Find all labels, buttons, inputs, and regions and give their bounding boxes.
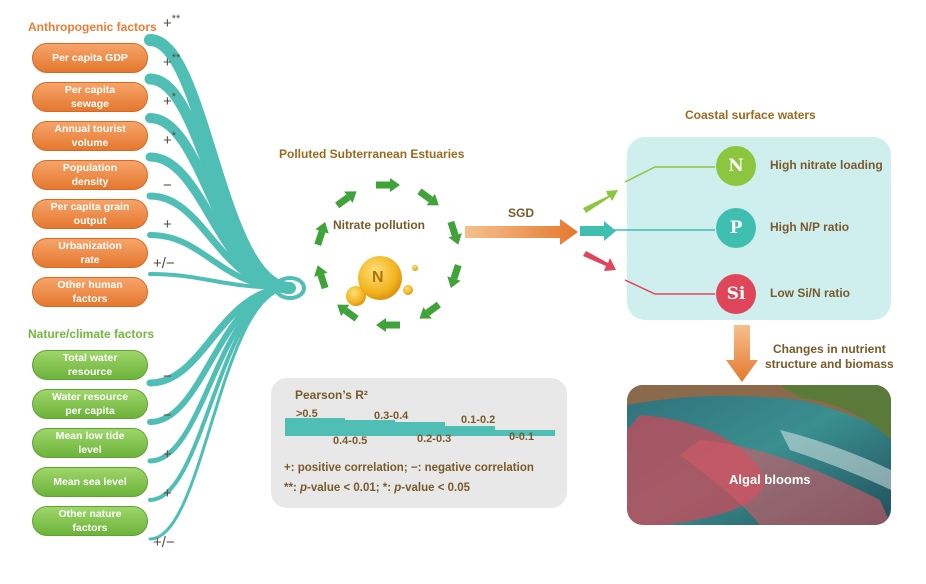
nature-factor-pill: Other nature factors [32,506,148,536]
bin-04-05: 0.4-0.5 [333,435,368,447]
cycle-arrow [314,221,329,246]
nature-factor-pill: Mean sea level [32,467,148,497]
bubble [412,265,418,271]
sgd-label: SGD [508,206,535,220]
cycle-label: Nitrate pollution [333,218,425,232]
correlation-sign: + [163,446,172,463]
human-factor-pill: Annual tourist volume [32,121,148,151]
nutrient-badge: Si [716,274,756,314]
correlation-sign: +** [163,52,181,71]
flow-line [148,272,292,290]
correlation-sign: − [163,407,172,424]
cycle-arrow [337,304,359,322]
human-factor-pill: Population density [32,160,148,190]
nutrient-label: High N/P ratio [770,220,850,234]
bin-02-03: 0.2-0.3 [417,433,452,445]
human-factor-pill: Per capita GDP [32,43,148,73]
bin-03-04: 0.3-0.4 [374,410,409,422]
r2-scale [285,418,555,436]
nitrogen-ball [358,256,402,300]
flow-line [148,286,292,541]
cycle-arrow [417,188,439,206]
human-factor-pill: Per capita sewage [32,82,148,112]
correlation-sign: − [163,177,172,194]
nutrient-badge: N [716,146,756,186]
estuary-title: Polluted Subterranean Estuaries [279,147,465,161]
bin-01-02: 0.1-0.2 [461,414,496,426]
nitrogen-symbol: N [372,269,384,286]
cycle-arrow [376,318,400,332]
nutrient-label: Low Si/N ratio [770,286,851,300]
nature-title: Nature/climate factors [28,327,155,341]
photo-label: Algal blooms [729,472,811,487]
flow-bundle [144,34,306,541]
nature-factor-pill: Mean low tide level [32,428,148,458]
down-arrow [726,325,758,382]
cycle-arrow [419,301,441,319]
nature-factor-pill: Total water resource [32,350,148,380]
correlation-sign: +* [163,91,177,110]
correlation-sign: +/− [153,534,175,551]
bubble [346,286,366,306]
cycle-arrow [376,178,400,192]
human-factor-pill: Other human factors [32,277,148,307]
anthropogenic-title: Anthropogenic factors [28,20,157,34]
legend-pvalue-line: **: p-value < 0.01; *: p-value < 0.05 [284,482,471,494]
nutrient-label: High nitrate loading [770,158,883,172]
bubble [403,285,413,295]
human-factor-pill: Urbanization rate [32,238,148,268]
sgd-arrow [465,219,578,245]
cycle-arrow [335,191,357,209]
flow-hub [274,276,306,300]
legend-title: Pearson’s R² [295,388,368,402]
legend-panel: Pearson’s R² >0.5 0.3-0.4 0.1-0.2 0.4-0.… [271,378,567,508]
correlation-sign: − [163,368,172,385]
cycle-arrow [314,265,329,290]
nutrient-badge: P [716,208,756,248]
correlation-sign: +/− [153,255,175,272]
cycle-arrow [447,264,462,289]
human-factor-pill: Per capita grain output [32,199,148,229]
correlation-sign: +** [163,13,181,32]
correlation-sign: + [163,485,172,502]
nitrate-cycle [314,178,462,332]
legend-sign-line: +: positive correlation; −: negative cor… [284,462,534,474]
algal-bloom-photo [627,385,891,525]
correlation-sign: +* [163,130,177,149]
cycle-arrow [447,220,462,245]
bin-gt05: >0.5 [296,408,318,420]
correlation-sign: + [163,216,172,233]
nature-factor-pill: Water resource per capita [32,389,148,419]
bin-0-01: 0-0.1 [509,431,535,443]
change-label: Changes in nutrient structure and biomas… [765,342,894,371]
coastal-title: Coastal surface waters [685,108,816,122]
